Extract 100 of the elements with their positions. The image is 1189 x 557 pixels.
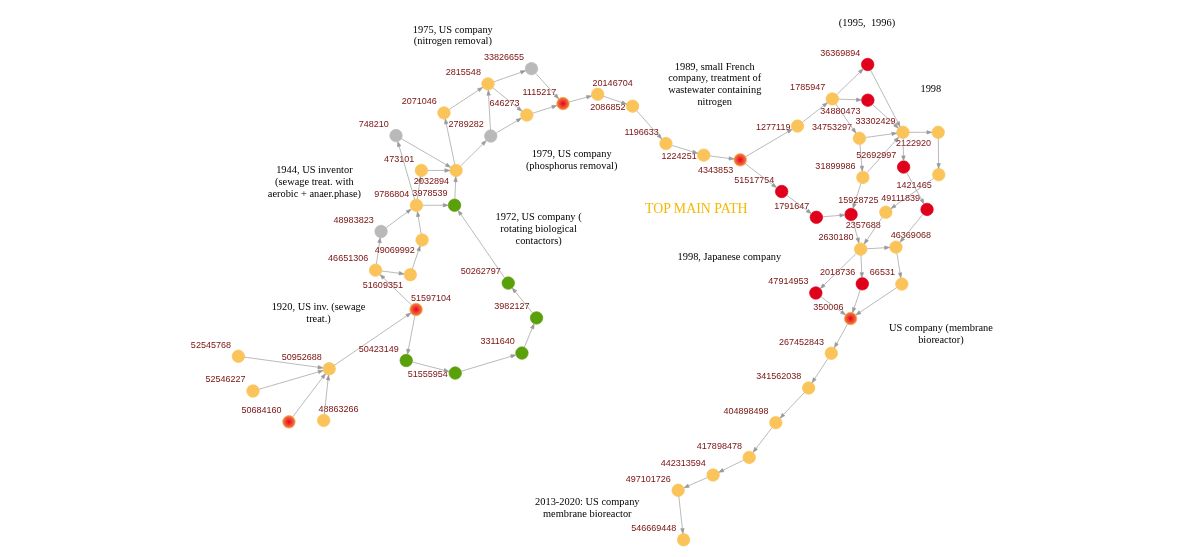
- node-label: 267452843: [778, 336, 825, 347]
- arrow: [449, 87, 483, 110]
- node-circle: [524, 62, 539, 76]
- node-label: 49069992: [374, 245, 415, 256]
- node-label: 442313594: [660, 458, 706, 469]
- arrow: [324, 374, 331, 415]
- node-label: 2357688: [845, 219, 881, 230]
- node-circle: [529, 311, 544, 325]
- node-circle: [855, 277, 869, 291]
- arrow: [379, 274, 412, 306]
- arrow: [636, 110, 663, 140]
- node-circle: [501, 276, 515, 290]
- node-circle: [861, 93, 875, 107]
- node-label: 497101726: [625, 473, 671, 484]
- arrow: [890, 178, 934, 209]
- arrow: [460, 140, 487, 167]
- label: 1944, US inventor (sewage treat. with aerobic + anaer.phase): [267, 164, 362, 199]
- arrow: [820, 253, 857, 289]
- arrow: [258, 369, 324, 390]
- node-label: 66531: [869, 267, 895, 278]
- node-label: 1115217: [522, 86, 557, 97]
- node-label: 350006: [813, 301, 844, 312]
- node-label: 52692997: [856, 150, 897, 161]
- node-label: 34753297: [811, 121, 853, 132]
- arrow: [486, 90, 491, 130]
- node-circle: [932, 168, 946, 182]
- node-circle: [854, 242, 868, 256]
- node-label: 50684160: [241, 405, 282, 416]
- arrow: [779, 392, 805, 419]
- node-circle: [931, 125, 945, 139]
- label: 2013-2020: US company membrane bioreactor: [535, 496, 640, 519]
- node-label: 48983823: [333, 214, 374, 225]
- node-circle: [481, 77, 495, 91]
- arrow: [385, 208, 412, 228]
- node-circle: [409, 198, 423, 212]
- node-circle: [809, 210, 823, 224]
- arrow: [568, 95, 592, 103]
- node-circle: [515, 346, 529, 360]
- arrow: [334, 312, 412, 366]
- arrow: [683, 477, 708, 489]
- node-label: 2630180: [818, 232, 854, 243]
- arrow: [678, 496, 685, 534]
- arrow: [496, 117, 522, 134]
- node-circle: [399, 353, 413, 368]
- node-label: 1277119: [756, 121, 791, 132]
- arrow: [852, 220, 860, 244]
- node-circle: [706, 468, 720, 482]
- arrow: [852, 289, 861, 313]
- node-label: 51555954: [407, 368, 448, 379]
- arrow: [852, 183, 862, 209]
- node-label: 50262797: [460, 266, 501, 277]
- node-label: 2815548: [445, 67, 481, 78]
- arrow: [865, 131, 898, 138]
- arrow: [457, 210, 505, 279]
- node-label: 47914953: [768, 276, 809, 287]
- node-circle: [447, 198, 462, 212]
- arrow: [511, 287, 533, 314]
- node-label: 2032894: [413, 175, 449, 186]
- arrow: [709, 155, 735, 161]
- node-label: 2071046: [401, 96, 437, 107]
- arrow: [412, 245, 421, 270]
- node-label: 1421465: [896, 180, 932, 191]
- node-label: 9786804: [374, 188, 410, 199]
- arrow: [896, 253, 903, 279]
- node-label: 473101: [384, 153, 415, 164]
- arrow: [397, 141, 415, 200]
- node-label: 2122920: [896, 137, 932, 148]
- node-circle: [591, 87, 605, 101]
- arrow: [461, 354, 517, 372]
- node-label: 748210: [358, 118, 389, 129]
- arrow: [244, 356, 324, 370]
- node-circle: [484, 129, 498, 143]
- label: 1920, US inv. (sewage treat.): [271, 300, 366, 324]
- arrow: [422, 203, 449, 208]
- arrow: [855, 287, 897, 316]
- node-circle: [852, 131, 866, 145]
- arrow: [492, 87, 523, 112]
- node-label: 46651306: [328, 253, 369, 264]
- node-circle: [856, 170, 870, 184]
- arrow: [859, 144, 864, 172]
- node-label: 48863266: [318, 403, 359, 414]
- arrow: [863, 217, 883, 245]
- node-circle: [556, 97, 570, 111]
- node-circle: [844, 312, 858, 326]
- node-label: 1785947: [790, 82, 826, 93]
- arrow: [802, 102, 828, 123]
- node-label: 33826655: [484, 51, 525, 62]
- arrow: [381, 270, 405, 276]
- node-circle: [317, 413, 331, 428]
- node-label: 33302429: [855, 115, 896, 126]
- node-circle: [369, 263, 383, 277]
- label: 1998, Japanese company: [677, 251, 782, 263]
- label: (1995, 1996): [838, 16, 896, 28]
- node-label: 52545768: [190, 339, 231, 350]
- node-circle: [671, 483, 685, 497]
- node-circle: [322, 362, 336, 376]
- node-label: 1791647: [774, 200, 810, 211]
- arrow: [866, 136, 899, 173]
- node-circle: [437, 106, 451, 120]
- node-label: 646273: [489, 98, 520, 109]
